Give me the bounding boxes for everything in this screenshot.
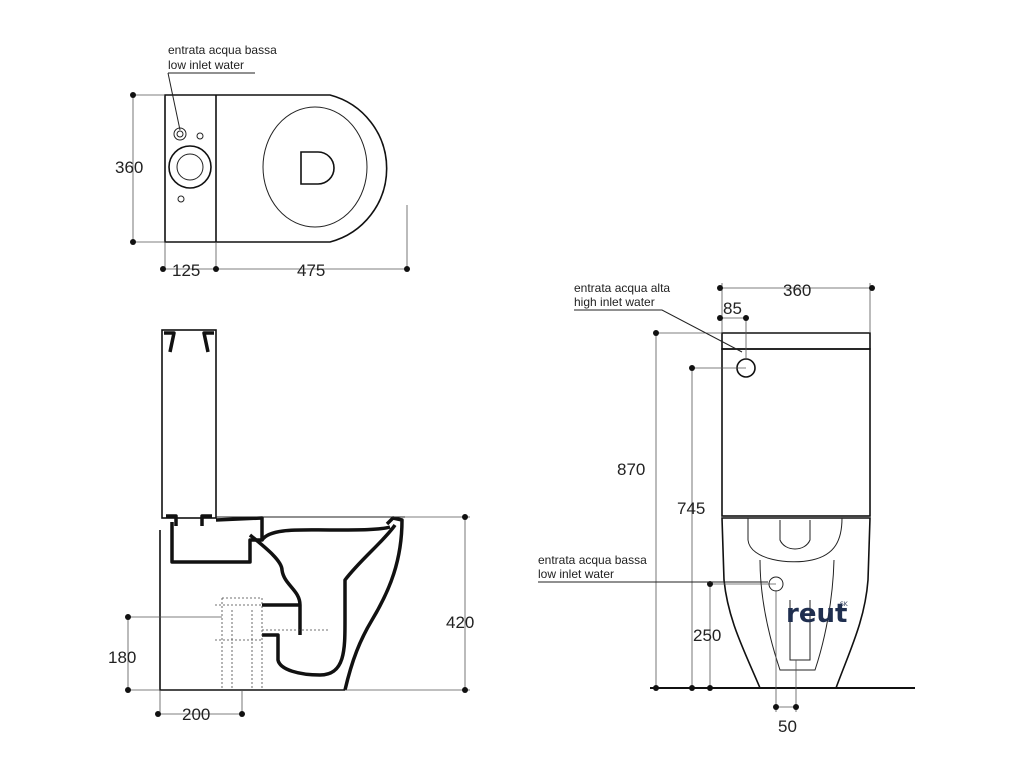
front-low-inlet-en: low inlet water [538,567,614,581]
dim-tank-depth: 125 [172,261,200,280]
top-low-inlet-it: entrata acqua bassa [168,43,277,57]
front-high-inlet-en: high inlet water [574,295,655,309]
brand-logo: reut SK [786,599,849,629]
dim-total-height: 870 [617,460,645,479]
dim-low-inlet-height: 250 [693,626,721,645]
dim-high-inlet-height: 745 [677,499,705,518]
side-view [125,329,470,717]
dim-outlet-offset: 200 [182,705,210,724]
front-view [538,283,915,712]
dim-outlet-height: 180 [108,648,136,667]
brand-logo-text: reut [786,599,847,629]
dim-front-width: 360 [783,281,811,300]
dim-side-height: 420 [446,613,474,632]
front-low-inlet-it: entrata acqua bassa [538,553,647,567]
dim-low-inlet-offset: 50 [778,717,797,736]
dim-high-inlet-offset: 85 [723,299,742,318]
top-view [130,72,410,272]
top-low-inlet-en: low inlet water [168,58,244,72]
front-high-inlet-it: entrata acqua alta [574,281,670,295]
brand-logo-sup: SK [840,601,849,608]
dim-top-width: 360 [115,158,143,177]
dim-bowl-depth: 475 [297,261,325,280]
